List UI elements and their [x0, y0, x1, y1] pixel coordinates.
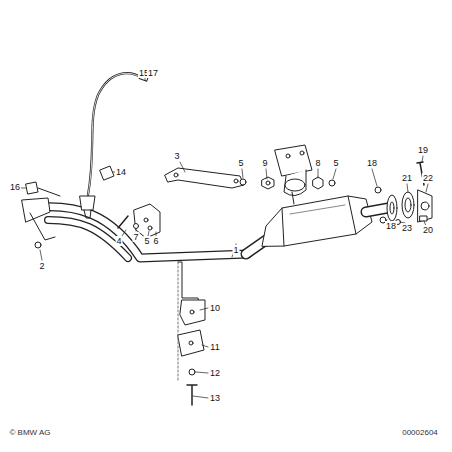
callout-number: 13: [209, 393, 221, 403]
callout-number: 18: [366, 158, 378, 168]
callout-number: 7: [132, 232, 139, 242]
callout-number: 5: [143, 236, 150, 246]
callout-number: 5: [237, 158, 244, 168]
footer-note: © BMW AG: [8, 428, 51, 438]
callout-number: 5: [332, 158, 339, 168]
callout-number: 17: [147, 68, 159, 78]
callout-number: 19: [417, 145, 429, 155]
callout-number: 16: [9, 182, 21, 192]
callout-number: 10: [209, 303, 221, 313]
callout-number: 21: [401, 173, 413, 183]
callout-number: 14: [115, 167, 127, 177]
callout-number: 1: [232, 245, 239, 255]
callout-number: 4: [115, 236, 122, 246]
footer-note: 00002604: [401, 428, 439, 438]
callout-number: 9: [261, 158, 268, 168]
callout-number: 6: [152, 236, 159, 246]
callout-number: 2: [38, 261, 45, 271]
callout-number: 12: [209, 368, 221, 378]
callout-number: 18: [385, 221, 397, 231]
callout-number: 8: [314, 158, 321, 168]
callout-number: 11: [209, 342, 220, 352]
callout-number: 20: [422, 225, 434, 235]
callout-number: 3: [173, 151, 180, 161]
callout-number: 22: [422, 173, 434, 183]
callout-number: 23: [401, 223, 413, 233]
